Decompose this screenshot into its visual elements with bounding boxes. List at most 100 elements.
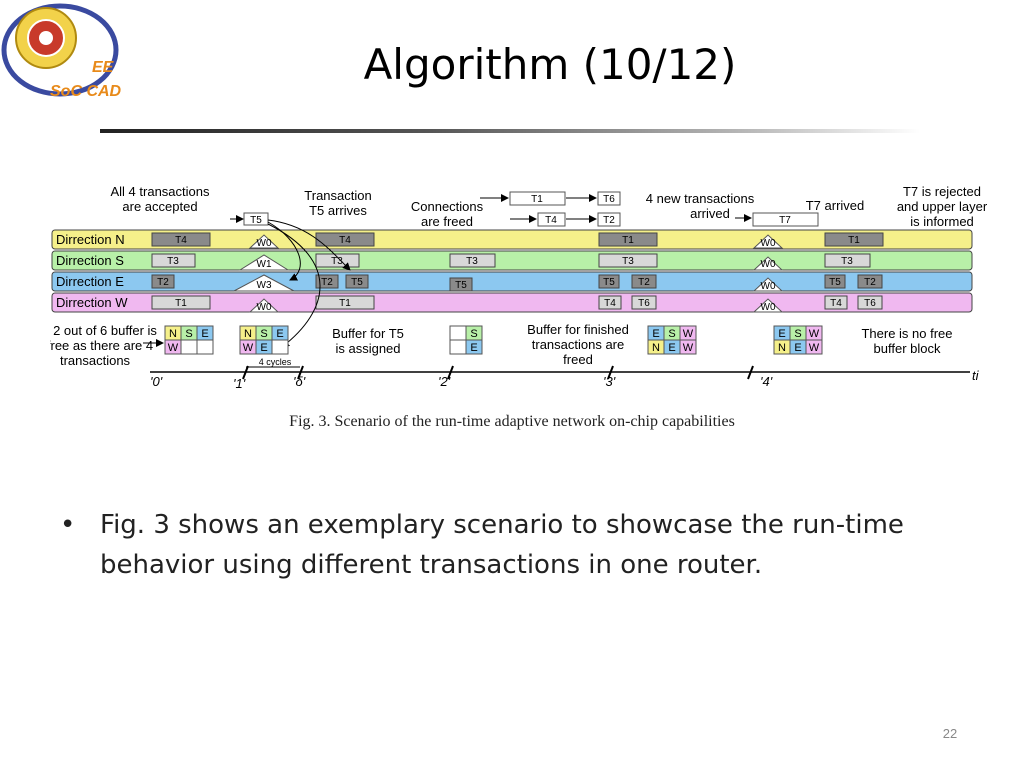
scenario-figure: All 4 transactions are accepted Transact… [50,184,988,391]
svg-text:W3: W3 [257,280,272,291]
tick-4: '4' [760,374,773,389]
annotation-accepted-2: are accepted [122,199,197,214]
svg-text:T2: T2 [157,277,169,288]
svg-text:N: N [244,328,252,340]
svg-text:T5: T5 [455,280,467,291]
top-box-t7: T7 [779,215,791,226]
annotation-new-2: arrived [690,206,730,221]
svg-text:S: S [260,328,267,340]
svg-text:S: S [668,328,675,340]
svg-text:T1: T1 [339,298,351,309]
svg-text:E: E [470,342,477,354]
svg-text:W0: W0 [257,238,272,249]
tick-delta: 'δ' [293,374,306,389]
svg-text:W: W [683,342,694,354]
svg-text:W0: W0 [761,238,776,249]
svg-text:W: W [243,342,254,354]
annotation-nofree-2: buffer block [874,341,941,356]
lane-north-label: Dirrection N [56,232,125,247]
svg-text:W0: W0 [761,281,776,292]
annotation-t5-1: Transaction [304,188,371,203]
title-underline [100,129,920,133]
annotation-t5-buffer-1: Buffer for T5 [332,326,404,341]
annotation-accepted-1: All 4 transactions [111,184,210,199]
top-box-t4: T4 [545,215,557,226]
svg-text:W1: W1 [257,259,272,270]
svg-text:T4: T4 [339,235,351,246]
slide-title: Algorithm (10/12) [363,40,737,89]
svg-text:T2: T2 [864,277,876,288]
tick-2: '2' [438,374,451,389]
lane-south-label: Dirrection S [56,253,124,268]
annotation-new-1: 4 new transactions [646,191,755,206]
svg-text:T3: T3 [622,256,634,267]
svg-text:E: E [794,342,801,354]
tick-1: '1' [233,376,246,391]
cycles-label: 4 cycles [259,357,292,367]
lane-east-label: Dirrection E [56,274,124,289]
svg-text:T2: T2 [321,277,333,288]
svg-text:E: E [778,328,785,340]
svg-text:W0: W0 [761,302,776,313]
logo-seal-core [39,31,53,45]
bullet-text: Fig. 3 shows an exemplary scenario to sh… [100,510,904,580]
annotation-rejected-3: is informed [910,214,974,229]
svg-text:T4: T4 [604,298,616,309]
annotation-freed-1: Connections [411,199,484,214]
figure-caption: Fig. 3. Scenario of the run-time adaptiv… [289,413,735,430]
svg-text:T6: T6 [864,298,876,309]
svg-text:E: E [260,342,267,354]
annotation-freed-2: are freed [421,214,473,229]
svg-text:T1: T1 [175,298,187,309]
svg-text:E: E [652,328,659,340]
svg-text:T1: T1 [622,235,634,246]
svg-text:T4: T4 [830,298,842,309]
svg-text:T3: T3 [331,256,343,267]
university-logo: EE SoC CAD [1,3,122,100]
top-box-t5: T5 [250,215,262,226]
annotation-finished-1: Buffer for finished [527,322,629,337]
logo-ee-text: EE [92,59,115,76]
annotation-t5-buffer-2: is assigned [335,341,400,356]
svg-text:W: W [809,342,820,354]
svg-text:E: E [668,342,675,354]
annotation-t7-arrived: T7 arrived [806,198,865,213]
annotation-buffer-3: transactions [60,353,131,368]
svg-text:S: S [794,328,801,340]
svg-text:N: N [652,342,660,354]
lane-south [51,250,973,271]
svg-text:W0: W0 [761,259,776,270]
svg-text:T6: T6 [638,298,650,309]
svg-text:S: S [185,328,192,340]
svg-text:T3: T3 [167,256,179,267]
top-box-t2: T2 [603,215,615,226]
lane-west [51,292,973,313]
svg-text:N: N [778,342,786,354]
annotation-rejected-1: T7 is rejected [903,184,981,199]
timeline-axis-label: ti [972,368,980,383]
top-box-t6: T6 [603,194,615,205]
lane-west-label: Dirrection W [56,295,128,310]
svg-text:E: E [276,328,283,340]
logo-ring [1,3,119,97]
svg-text:S: S [470,328,477,340]
annotation-finished-3: freed [563,352,593,367]
svg-text:W: W [683,328,694,340]
svg-text:W: W [168,342,179,354]
annotation-rejected-2: and upper layer [897,199,988,214]
svg-text:T1: T1 [848,235,860,246]
annotation-t5-2: T5 arrives [309,203,367,218]
svg-text:T5: T5 [603,277,615,288]
tick-3: '3' [603,374,616,389]
svg-text:T4: T4 [175,235,187,246]
svg-text:N: N [169,328,177,340]
page-number: 22 [942,726,958,741]
bullet-marker: • [60,510,76,540]
annotation-finished-2: transactions are [532,337,625,352]
annotation-buffer-2: free as there are 4 [50,338,153,353]
svg-text:T5: T5 [351,277,363,288]
lane-north [51,229,973,250]
annotation-buffer-1: 2 out of 6 buffer is [53,323,157,338]
svg-text:T2: T2 [638,277,650,288]
svg-text:W0: W0 [257,302,272,313]
